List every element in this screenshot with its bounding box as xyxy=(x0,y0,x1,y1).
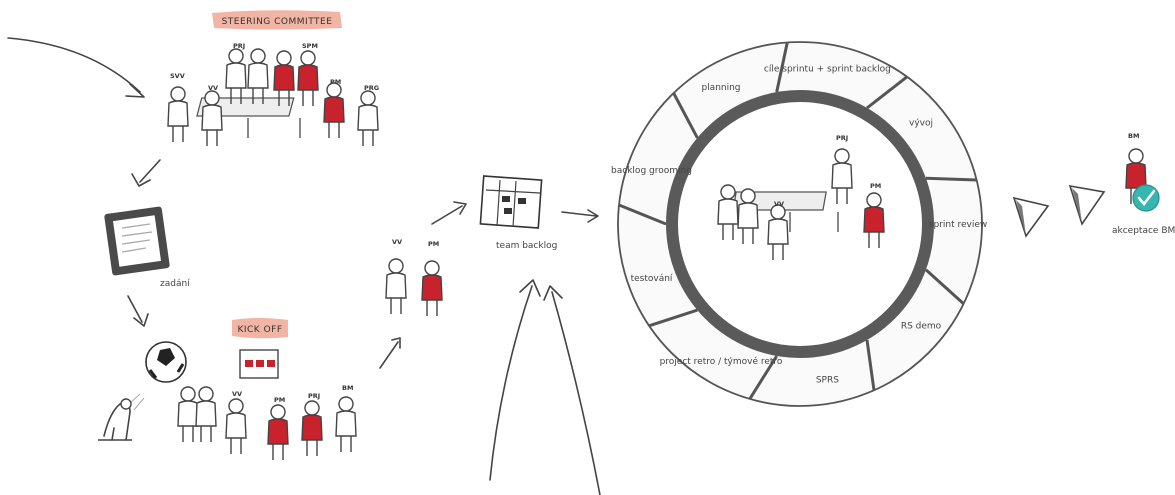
role-label-vv: VV xyxy=(208,84,218,92)
steering-committee-banner: STEERING COMMITTEE xyxy=(212,10,342,30)
role-label-svv: SVV xyxy=(170,72,185,80)
person-spm xyxy=(297,50,319,107)
cycle-segment-label: sprint review xyxy=(929,220,987,230)
person-prg xyxy=(357,90,379,147)
dog-icon xyxy=(98,398,132,441)
role-label-vv: VV xyxy=(774,200,784,208)
person xyxy=(177,386,199,443)
role-label-spm: SPM xyxy=(302,42,318,50)
kick-off-banner: KICK OFF xyxy=(232,318,288,339)
steering-committee-title: STEERING COMMITTEE xyxy=(222,17,333,27)
input-arrow-right xyxy=(551,291,601,495)
cycle-divider xyxy=(924,268,965,305)
person xyxy=(195,386,217,443)
person-vv xyxy=(225,398,247,455)
role-label-prj: PRJ xyxy=(836,134,848,142)
label-zadani: zadání xyxy=(160,279,190,289)
cycle-segment-label: RS demo xyxy=(901,322,942,332)
input-arrow-left xyxy=(489,285,533,481)
person-svv xyxy=(167,86,189,143)
cycle-divider xyxy=(618,203,667,226)
person-prj xyxy=(225,48,247,105)
arrow-down-icon xyxy=(133,313,149,327)
role-label-prg: PRG xyxy=(364,84,379,92)
sprint-team-group: PRJ VV PM xyxy=(717,134,885,261)
role-label-prj: PRJ xyxy=(308,392,320,400)
label-akceptace: akceptace BM xyxy=(1112,226,1175,236)
role-label-vv: VV xyxy=(392,238,402,246)
cycle-divider xyxy=(925,176,977,182)
browser-window-icon xyxy=(239,349,279,379)
incoming-arrow-head xyxy=(125,83,145,98)
cycle-divider xyxy=(866,75,908,110)
person-prj xyxy=(301,400,323,457)
person-bm xyxy=(335,396,357,453)
cycle-segment-label: cíle sprintu + sprint backlog xyxy=(764,64,891,74)
assignment-tablet: zadání xyxy=(104,206,190,289)
person-pm xyxy=(267,404,289,461)
football-icon xyxy=(127,341,187,411)
person xyxy=(247,48,269,105)
cycle-labels: cíle sprintu + sprint backlog vývoj sprint… xyxy=(611,64,987,385)
cycle-divider xyxy=(672,92,699,139)
steering-committee-group: PRJ SPM SVV VV PM PRG xyxy=(167,42,379,147)
cycle-segment-label: SPRS xyxy=(816,376,839,386)
check-icon xyxy=(1132,184,1160,212)
cycle-segment-label: testování xyxy=(631,274,673,284)
person-pm xyxy=(421,260,443,317)
person-pm xyxy=(323,82,345,139)
kick-off-title: KICK OFF xyxy=(237,325,282,335)
cycle-segment-label: planning xyxy=(701,83,740,93)
role-label-pm: PM xyxy=(428,240,439,248)
label-team-backlog: team backlog xyxy=(496,241,557,251)
cycle-segment-label: vývoj xyxy=(909,118,933,128)
arrow-down-icon xyxy=(131,173,151,187)
cycle-divider xyxy=(865,339,876,391)
incoming-arrow-curve xyxy=(7,37,141,93)
sprint-cycle: cíle sprintu + sprint backlog vývoj sprint… xyxy=(611,41,987,407)
role-label-pm: PM xyxy=(274,396,285,404)
cycle-inner-ring xyxy=(666,90,934,358)
team-backlog-board: team backlog xyxy=(479,175,557,251)
cycle-segment-label: project retro / týmové retro xyxy=(660,356,783,367)
cycle-divider xyxy=(748,355,778,400)
cycle-dividers xyxy=(618,42,977,400)
vv-pm-pair: VV PM xyxy=(385,238,443,317)
role-label-bm: BM xyxy=(1128,132,1139,140)
role-label-pm: PM xyxy=(870,182,881,190)
cycle-divider xyxy=(775,42,789,93)
role-label-bm: BM xyxy=(342,384,353,392)
role-label-pm: PM xyxy=(330,78,341,86)
arrow-right-icon xyxy=(561,209,599,223)
cycle-segment-label: backlog grooming xyxy=(611,166,692,176)
role-label-vv: VV xyxy=(232,390,242,398)
arrow-up-right-icon xyxy=(453,201,467,215)
role-label-prj: PRJ xyxy=(233,42,245,50)
arrow-up-icon xyxy=(391,337,401,349)
person-vv xyxy=(201,90,223,147)
cycle-divider xyxy=(648,308,698,328)
acceptance-funnel-icon xyxy=(1012,184,1106,238)
kick-off-team-group: VV PM PRJ BM xyxy=(177,384,357,461)
bm-acceptance: BM akceptace BM xyxy=(1112,132,1175,236)
person-vv xyxy=(385,258,407,315)
